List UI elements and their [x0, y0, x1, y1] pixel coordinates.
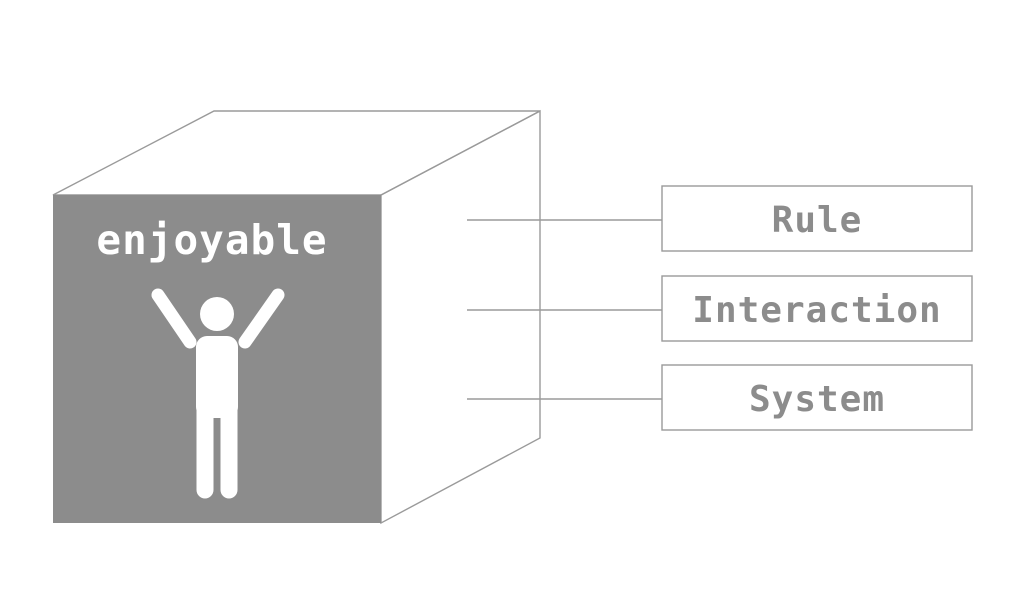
label-box-interaction: Interaction — [661, 275, 973, 342]
cube-right-face — [380, 109, 541, 525]
connectors — [467, 219, 662, 400]
person-arms-raised-icon — [151, 288, 285, 499]
label-box-system: System — [661, 364, 973, 431]
label-system: System — [749, 379, 885, 420]
cube-title: enjoyable — [96, 216, 327, 264]
label-interaction: Interaction — [692, 290, 941, 331]
label-box-rule: Rule — [661, 185, 973, 252]
cube: enjoyable — [52, 109, 541, 525]
label-rule: Rule — [772, 200, 863, 241]
cube-top-face — [52, 110, 541, 196]
